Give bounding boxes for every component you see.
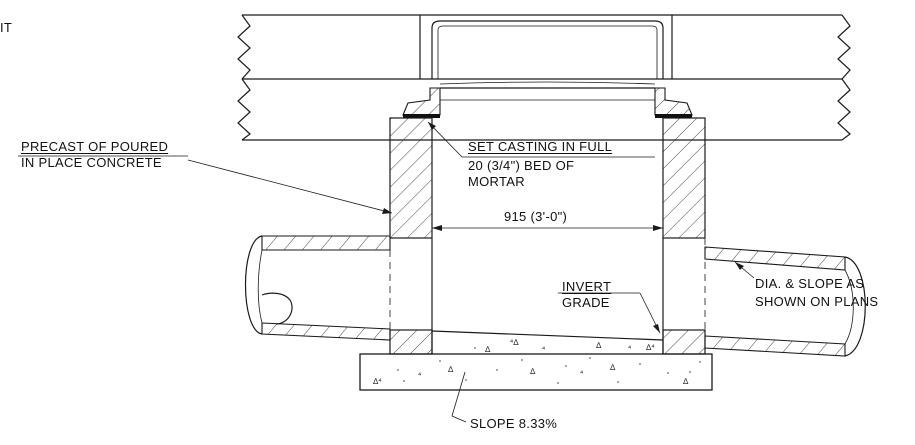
pavement-layers — [237, 14, 851, 141]
svg-text:∆: ∆ — [609, 363, 616, 372]
base-slab — [359, 353, 713, 391]
invert-label-line1: INVERT — [562, 279, 612, 294]
leader-lines — [18, 121, 755, 423]
partial-left-label: IT — [0, 20, 13, 35]
svg-text:∆: ∆ — [529, 367, 536, 376]
svg-text:∆: ∆ — [447, 365, 454, 374]
casting-label-line2: 20 (3/4") BED OF — [468, 158, 575, 173]
invert-label-line2: GRADE — [562, 295, 610, 310]
manhole-walls — [389, 117, 706, 355]
svg-text:∆⁴: ∆⁴ — [645, 343, 655, 352]
pipe-label-line2: SHOWN ON PLANS — [755, 294, 879, 309]
svg-text:⁴: ⁴ — [542, 345, 545, 354]
pipe-right — [704, 246, 866, 357]
svg-text:⁴: ⁴ — [418, 371, 421, 380]
manhole-frame-and-cover — [402, 15, 693, 118]
slope-label: SLOPE 8.33% — [470, 416, 558, 431]
svg-text:∆⁴: ∆⁴ — [372, 377, 382, 386]
svg-text:⁴∆: ⁴∆ — [510, 338, 519, 347]
svg-text:⁴: ⁴ — [628, 344, 631, 353]
precast-label-line1: PRECAST OF POURED — [21, 139, 169, 154]
dimension-label: 915 (3'-0") — [504, 209, 568, 224]
svg-text:∆: ∆ — [682, 377, 689, 386]
pipe-label-line1: DIA. & SLOPE AS — [755, 276, 865, 291]
svg-text:∆: ∆ — [484, 345, 491, 354]
casting-label-line1: SET CASTING IN FULL — [468, 139, 613, 154]
concrete-aggregate: ∆⁴ ⁴ ∆ ∆ ⁴∆ ∆ ⁴ ⁴ ∆ ∆ ⁴ ∆⁴ ∆ — [372, 338, 701, 386]
svg-text:⁴: ⁴ — [580, 369, 583, 378]
precast-label-line2: IN PLACE CONCRETE — [21, 155, 162, 170]
svg-text:∆: ∆ — [595, 341, 602, 350]
casting-label-line3: MORTAR — [468, 174, 525, 189]
pipe-left — [244, 235, 391, 341]
